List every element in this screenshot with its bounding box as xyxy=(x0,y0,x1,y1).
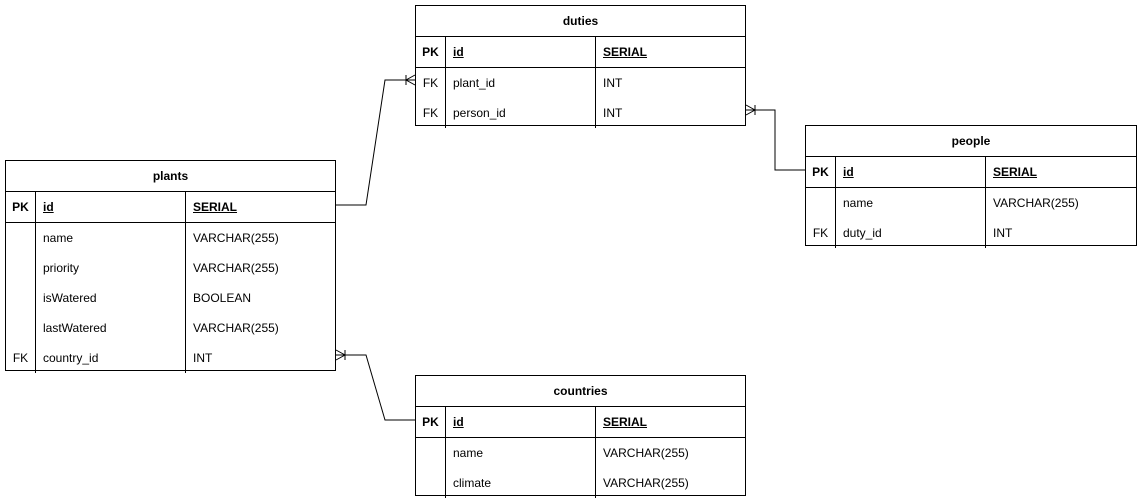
table-row-pk[interactable]: PK id SERIAL xyxy=(806,157,1136,188)
column-type: VARCHAR(255) xyxy=(603,446,689,460)
table-title: people xyxy=(806,126,1136,157)
crowfoot-plants-country xyxy=(335,349,347,361)
column-name: country_id xyxy=(36,343,186,373)
key-cell xyxy=(416,438,446,468)
key-cell xyxy=(6,283,36,313)
table-row[interactable]: FK duty_id INT xyxy=(806,218,1136,248)
relation-plants-duties xyxy=(336,79,415,206)
column-type: VARCHAR(255) xyxy=(193,231,279,245)
column-type: VARCHAR(255) xyxy=(993,196,1079,210)
column-name: id xyxy=(836,157,986,187)
column-name: id xyxy=(446,37,596,67)
table-row[interactable]: FK plant_id INT xyxy=(416,68,745,98)
column-name: lastWatered xyxy=(36,313,186,343)
key-cell xyxy=(6,223,36,253)
table-row[interactable]: lastWatered VARCHAR(255) xyxy=(6,313,335,343)
column-name: name xyxy=(446,438,596,468)
column-type: INT xyxy=(993,226,1013,240)
column-type: INT xyxy=(603,106,623,120)
table-row[interactable]: name VARCHAR(255) xyxy=(806,188,1136,218)
column-type: VARCHAR(255) xyxy=(193,261,279,275)
relation-countries-plants xyxy=(336,354,415,421)
key-cell: FK xyxy=(416,68,446,98)
column-name: name xyxy=(836,188,986,218)
crowfoot-duties-person xyxy=(745,104,757,116)
table-row[interactable]: FK country_id INT xyxy=(6,343,335,373)
table-row[interactable]: name VARCHAR(255) xyxy=(6,223,335,253)
key-cell: PK xyxy=(416,37,446,67)
column-name: person_id xyxy=(446,98,596,128)
column-type: VARCHAR(255) xyxy=(193,321,279,335)
table-row[interactable]: name VARCHAR(255) xyxy=(416,438,745,468)
column-name: isWatered xyxy=(36,283,186,313)
crowfoot-duties-plant xyxy=(404,74,416,86)
table-plants[interactable]: plants PK id SERIAL name VARCHAR(255) pr… xyxy=(5,160,336,373)
key-cell: PK xyxy=(416,407,446,437)
column-type: SERIAL xyxy=(603,415,648,429)
column-name: id xyxy=(36,192,186,222)
column-name: id xyxy=(446,407,596,437)
key-cell: PK xyxy=(806,157,836,187)
table-people[interactable]: people PK id SERIAL name VARCHAR(255) FK… xyxy=(805,125,1137,248)
table-row[interactable]: isWatered BOOLEAN xyxy=(6,283,335,313)
column-type: BOOLEAN xyxy=(193,291,252,305)
table-duties[interactable]: duties PK id SERIAL FK plant_id INT FK p… xyxy=(415,5,746,128)
column-type: SERIAL xyxy=(993,165,1038,179)
key-cell: FK xyxy=(416,98,446,128)
key-cell xyxy=(6,313,36,343)
table-row-pk[interactable]: PK id SERIAL xyxy=(416,37,745,68)
relation-people-duties xyxy=(746,109,805,171)
column-name: priority xyxy=(36,253,186,283)
table-title: countries xyxy=(416,376,745,407)
table-row[interactable]: FK person_id INT xyxy=(416,98,745,128)
table-countries[interactable]: countries PK id SERIAL name VARCHAR(255)… xyxy=(415,375,746,498)
column-name: plant_id xyxy=(446,68,596,98)
table-title: duties xyxy=(416,6,745,37)
column-type: VARCHAR(255) xyxy=(603,476,689,490)
key-cell: FK xyxy=(806,218,836,248)
table-row-pk[interactable]: PK id SERIAL xyxy=(6,192,335,223)
table-row[interactable]: climate VARCHAR(255) xyxy=(416,468,745,498)
key-cell: PK xyxy=(6,192,36,222)
table-row[interactable]: priority VARCHAR(255) xyxy=(6,253,335,283)
key-cell xyxy=(416,468,446,498)
column-name: name xyxy=(36,223,186,253)
table-row-pk[interactable]: PK id SERIAL xyxy=(416,407,745,438)
table-title: plants xyxy=(6,161,335,192)
column-name: duty_id xyxy=(836,218,986,248)
key-cell xyxy=(806,188,836,218)
column-type: INT xyxy=(603,76,623,90)
column-type: SERIAL xyxy=(603,45,648,59)
column-type: INT xyxy=(193,351,213,365)
key-cell xyxy=(6,253,36,283)
key-cell: FK xyxy=(6,343,36,373)
column-name: climate xyxy=(446,468,596,498)
column-type: SERIAL xyxy=(193,200,238,214)
